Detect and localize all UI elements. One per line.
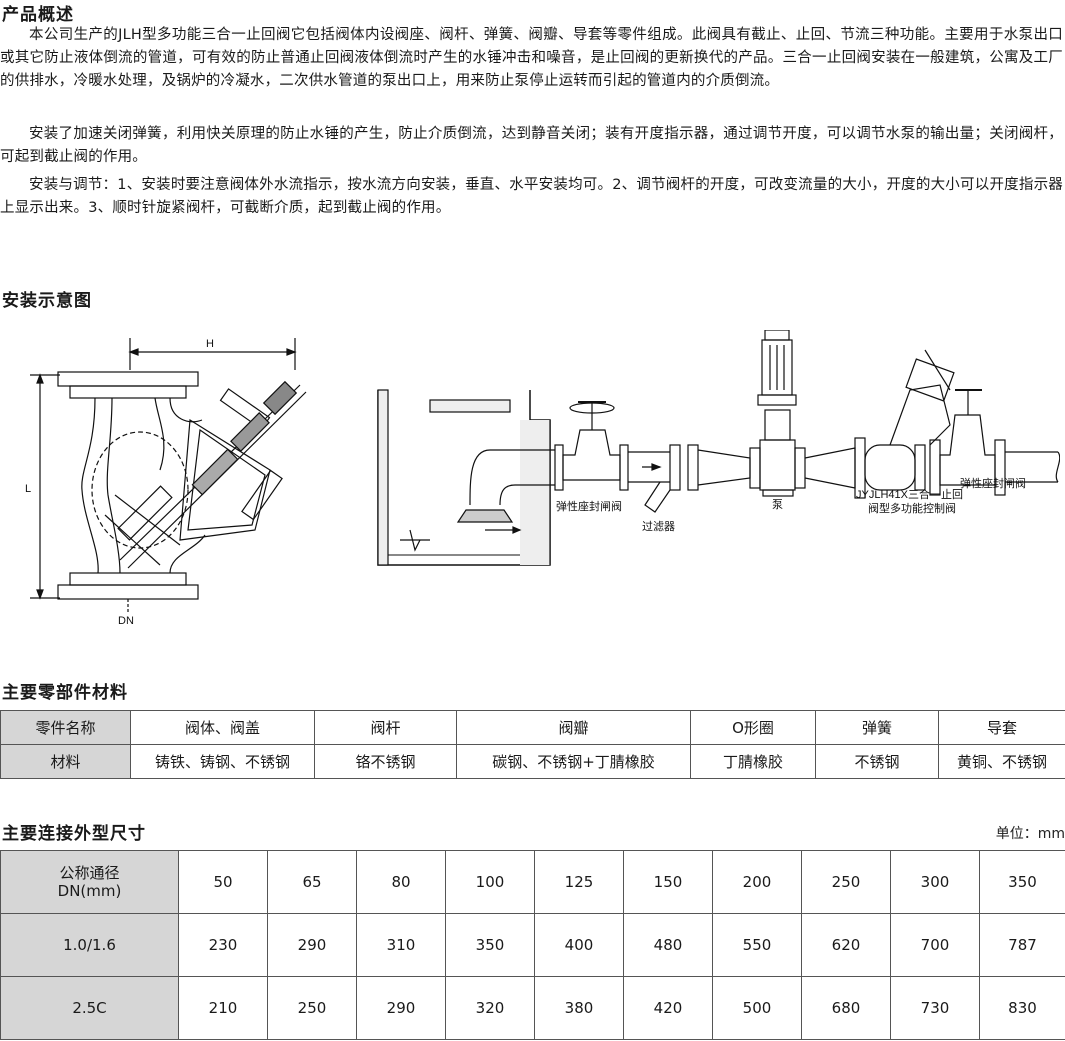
table-cell: 65 [267,850,357,914]
control-valve-label-line2: 阀型多功能控制阀 [868,501,956,515]
table-cell: 350 [445,913,535,977]
table-cell: 材料 [0,744,131,779]
table-cell: 500 [712,976,802,1040]
dim-l-label: L [25,483,31,495]
dn-header-line2: DN(mm) [57,882,122,900]
table-cell: 787 [979,913,1065,977]
table-cell: 290 [356,976,446,1040]
table-cell: 400 [534,913,624,977]
materials-header-row: 零件名称 阀体、阀盖 阀杆 阀瓣 O形圈 弹簧 导套 [0,710,1065,745]
table-cell: 700 [890,913,980,977]
table-cell: 550 [712,913,802,977]
installation-system-drawing: 弹性座封闸阀 过滤器 泵 JYJLH41X三合一止回 阀型多功能控制阀 弹性座封… [377,330,1060,566]
table-cell: 620 [801,913,891,977]
table-cell: 2.5C [0,976,179,1040]
materials-table: 零件名称 阀体、阀盖 阀杆 阀瓣 O形圈 弹簧 导套 材料 铸铁、铸钢、不锈钢 … [0,710,1065,779]
table-cell: 阀瓣 [456,710,691,745]
table-cell: O形圈 [690,710,816,745]
dimensions-table: 公称通径 DN(mm) 50 65 80 100 125 150 200 250… [0,850,1065,1040]
table-cell: 125 [534,850,624,914]
table-cell: 210 [178,976,268,1040]
pump-label: 泵 [772,498,783,511]
table-cell: 230 [178,913,268,977]
dimensions-header-row: 公称通径 DN(mm) 50 65 80 100 125 150 200 250… [0,850,1065,914]
table-cell: 阀体、阀盖 [130,710,315,745]
materials-title: 主要零部件材料 [2,683,128,703]
materials-value-row: 材料 铸铁、铸钢、不锈钢 铬不锈钢 碳钢、不锈钢+丁腈橡胶 丁腈橡胶 不锈钢 黄… [0,744,1065,779]
table-cell: 1.0/1.6 [0,913,179,977]
table-cell: 80 [356,850,446,914]
dim-h-label: H [206,338,214,350]
table-cell: 零件名称 [0,710,131,745]
table-cell: 铸铁、铸钢、不锈钢 [130,744,315,779]
table-cell: 弹簧 [815,710,939,745]
filter-label: 过滤器 [642,520,675,533]
valve-section-drawing: H L DN [25,338,307,627]
overview-paragraph-3: 安装与调节：1、安装时要注意阀体外水流指示，按水流方向安装，垂直、水平安装均可。… [0,177,1063,216]
table-cell: 290 [267,913,357,977]
unit-label: 单位：mm [995,826,1065,842]
table-cell: 黄铜、不锈钢 [938,744,1065,779]
dimensions-row: 2.5C 210 250 290 320 380 420 500 680 730… [0,976,1065,1040]
install-diagram-title: 安装示意图 [2,291,92,311]
table-cell: 320 [445,976,535,1040]
table-cell: 铬不锈钢 [314,744,457,779]
table-cell: 丁腈橡胶 [690,744,816,779]
table-cell: 420 [623,976,713,1040]
table-cell: 310 [356,913,446,977]
dn-header-cell: 公称通径 DN(mm) [0,850,179,914]
overview-paragraph-2: 安装了加速关闭弹簧，利用快关原理的防止水锤的产生，防止介质倒流，达到静音关闭；装… [0,126,1063,165]
table-cell: 730 [890,976,980,1040]
table-cell: 480 [623,913,713,977]
table-cell: 680 [801,976,891,1040]
table-cell: 830 [979,976,1065,1040]
table-cell: 不锈钢 [815,744,939,779]
overview-paragraph-1: 本公司生产的JLH型多功能三合一止回阀它包括阀体内设阀座、阀杆、弹簧、阀瓣、导套… [0,27,1063,89]
gate-valve-2-label: 弹性座封闸阀 [960,476,1026,490]
table-cell: 100 [445,850,535,914]
gate-valve-1-label: 弹性座封闸阀 [556,499,622,513]
table-cell: 导套 [938,710,1065,745]
overview-title: 产品概述 [2,5,74,25]
table-cell: 250 [267,976,357,1040]
table-cell: 300 [890,850,980,914]
dimensions-row: 1.0/1.6 230 290 310 350 400 480 550 620 … [0,913,1065,977]
table-cell: 阀杆 [314,710,457,745]
table-cell: 250 [801,850,891,914]
table-cell: 200 [712,850,802,914]
table-cell: 350 [979,850,1065,914]
control-valve-label-line1: JYJLH41X三合一止回 [856,487,963,501]
dn-header-line1: 公称通径 [59,864,120,882]
dim-dn-label: DN [118,615,134,627]
table-cell: 碳钢、不锈钢+丁腈橡胶 [456,744,691,779]
table-cell: 50 [178,850,268,914]
table-cell: 150 [623,850,713,914]
table-cell: 380 [534,976,624,1040]
dimensions-title: 主要连接外型尺寸 [2,824,146,844]
